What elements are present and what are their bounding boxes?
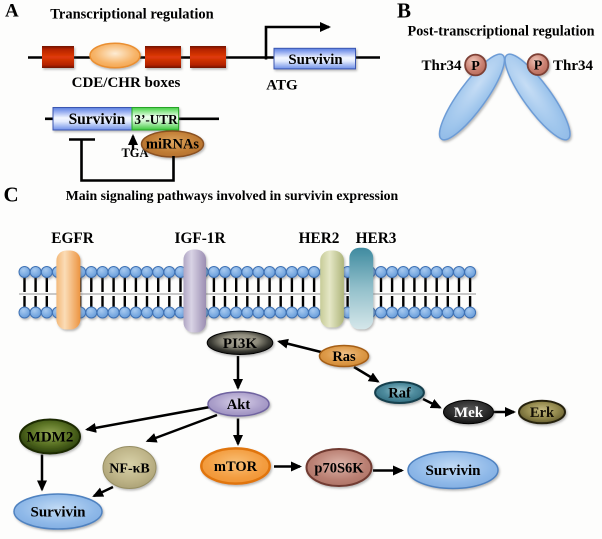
svg-text:Ras: Ras <box>332 349 356 365</box>
svg-text:Thr34: Thr34 <box>553 58 594 74</box>
svg-text:mTOR: mTOR <box>214 459 258 475</box>
svg-text:TGA: TGA <box>121 146 148 160</box>
svg-text:CDE/CHR boxes: CDE/CHR boxes <box>72 75 181 91</box>
svg-text:ATG: ATG <box>266 77 298 93</box>
svg-text:3’-UTR: 3’-UTR <box>134 112 178 127</box>
svg-text:Survivin: Survivin <box>69 111 126 128</box>
svg-text:Mek: Mek <box>454 405 484 421</box>
svg-text:IGF-1R: IGF-1R <box>175 230 227 247</box>
svg-text:Survivin: Survivin <box>30 505 86 521</box>
svg-text:NF-κB: NF-κB <box>109 462 149 477</box>
svg-text:Survivin: Survivin <box>288 52 342 68</box>
svg-text:MDM2: MDM2 <box>27 430 74 446</box>
svg-text:EGFR: EGFR <box>51 230 94 247</box>
svg-text:B: B <box>397 0 411 23</box>
svg-text:HER3: HER3 <box>356 230 397 247</box>
svg-text:A: A <box>5 1 19 22</box>
svg-text:Erk: Erk <box>530 405 555 421</box>
svg-text:Thr34: Thr34 <box>421 58 462 74</box>
svg-text:P: P <box>534 59 543 74</box>
svg-text:HER2: HER2 <box>299 230 340 247</box>
svg-text:p70S6K: p70S6K <box>314 461 364 477</box>
svg-text:Transcriptional regulation: Transcriptional regulation <box>50 7 213 23</box>
svg-text:Survivin: Survivin <box>425 463 481 479</box>
svg-text:PI3K: PI3K <box>223 336 258 352</box>
svg-text:P: P <box>471 59 480 74</box>
svg-text:Akt: Akt <box>227 397 251 413</box>
svg-text:Main signaling pathways involv: Main signaling pathways involved in surv… <box>66 188 399 203</box>
svg-text:miRNAs: miRNAs <box>146 137 200 153</box>
svg-text:Raf: Raf <box>388 386 411 402</box>
svg-text:Post-transcriptional regulatio: Post-transcriptional regulation <box>408 23 595 39</box>
svg-text:C: C <box>4 183 19 207</box>
